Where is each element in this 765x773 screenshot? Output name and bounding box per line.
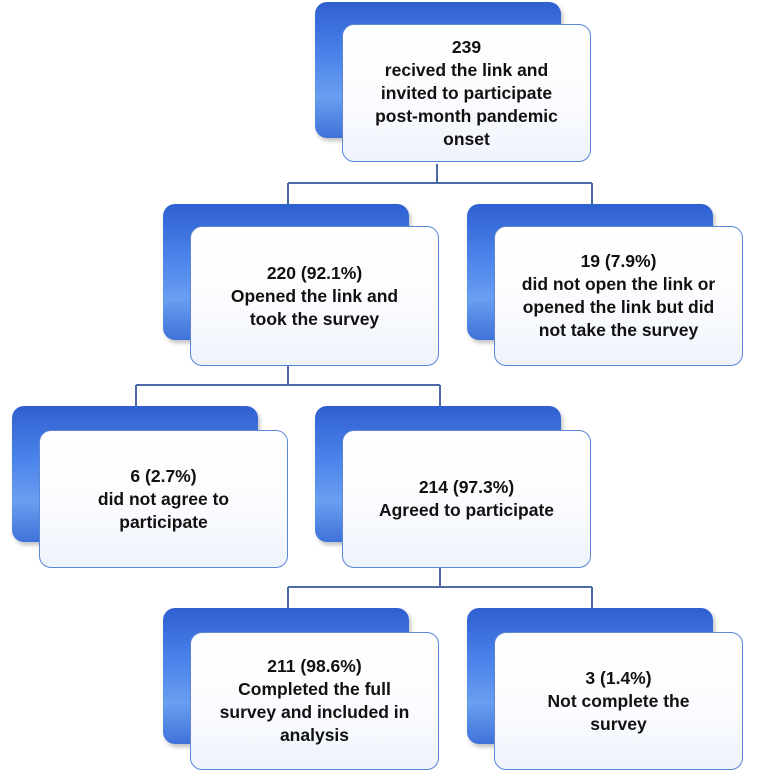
node-not-agree-line-1: did not agree to xyxy=(97,488,230,509)
node-root-count: 239 xyxy=(451,36,482,57)
node-completed-line-2: survey and included in xyxy=(219,702,410,722)
node-root-line-2: invited to participate xyxy=(380,82,553,103)
node-not-agree: 6 (2.7%) did not agree to participate xyxy=(12,406,292,569)
node-not-completed-count: 3 (1.4%) xyxy=(585,667,652,688)
node-completed-count: 211 (98.6%) xyxy=(267,656,362,676)
node-opened: 220 (92.1%) Opened the link and took the… xyxy=(163,204,443,367)
node-opened-line-1: Opened the link and xyxy=(230,285,399,306)
node-not-agree-count: 6 (2.7%) xyxy=(130,465,197,486)
node-agreed-card: 214 (97.3%) Agreed to participate xyxy=(342,430,591,568)
node-completed: 211 (98.6%) Completed the full survey an… xyxy=(163,608,443,771)
node-opened-count: 220 (92.1%) xyxy=(266,262,363,283)
node-not-agree-card: 6 (2.7%) did not agree to participate xyxy=(39,430,288,568)
node-not-opened: 19 (7.9%) did not open the link or opene… xyxy=(467,204,747,367)
node-root-card: 239 recived the link and invited to part… xyxy=(342,24,591,162)
node-agreed-count: 214 (97.3%) xyxy=(418,477,515,497)
node-not-opened-card: 19 (7.9%) did not open the link or opene… xyxy=(494,226,743,366)
node-not-opened-count: 19 (7.9%) xyxy=(580,251,657,271)
node-agreed-line-1: Agreed to participate xyxy=(378,500,555,520)
node-completed-line-1: Completed the full xyxy=(238,679,391,699)
node-completed-line-3: analysis xyxy=(279,725,350,745)
node-not-completed: 3 (1.4%) Not complete the survey xyxy=(467,608,747,771)
node-not-opened-line-1: did not open the link or xyxy=(521,274,716,294)
node-not-opened-line-3: not take the survey xyxy=(538,320,699,340)
node-root-line-3: post-month pandemic xyxy=(375,105,558,126)
node-root-line-1: recived the link and xyxy=(384,59,549,80)
node-not-opened-line-2: opened the link but did xyxy=(522,297,715,317)
node-not-completed-card: 3 (1.4%) Not complete the survey xyxy=(494,632,743,770)
node-root: 239 recived the link and invited to part… xyxy=(315,2,595,165)
node-root-line-4: onset xyxy=(443,128,490,149)
node-agreed: 214 (97.3%) Agreed to participate xyxy=(315,406,595,569)
node-opened-card: 220 (92.1%) Opened the link and took the… xyxy=(190,226,439,366)
node-opened-line-2: took the survey xyxy=(249,308,380,329)
node-not-completed-line-2: survey xyxy=(590,713,647,734)
node-completed-card: 211 (98.6%) Completed the full survey an… xyxy=(190,632,439,770)
node-not-completed-line-1: Not complete the xyxy=(547,690,690,711)
node-not-agree-line-2: participate xyxy=(119,511,208,532)
